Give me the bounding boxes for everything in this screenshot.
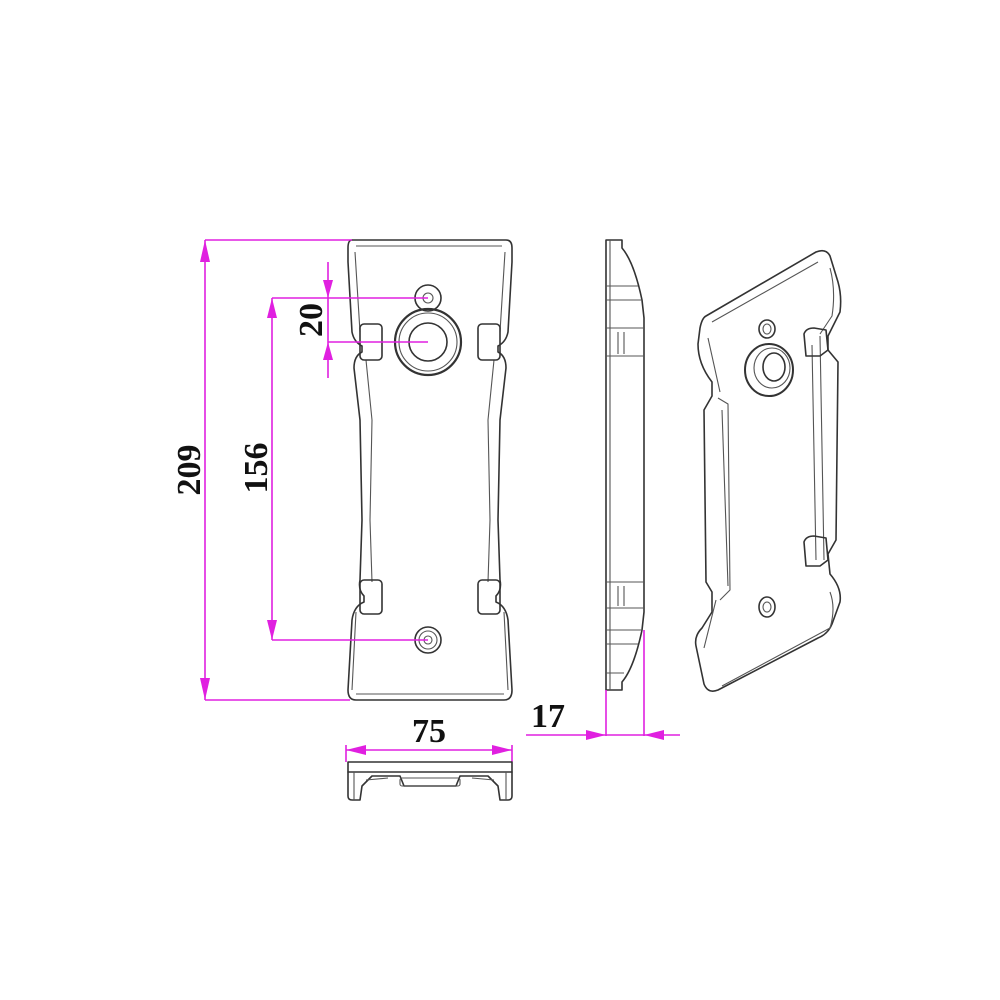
- dimension-17: 17: [526, 630, 680, 740]
- dimension-label-75: 75: [412, 713, 446, 750]
- bottom-view: [347, 761, 513, 801]
- dimension-label-156: 156: [238, 443, 275, 494]
- dimension-156: 156: [238, 297, 428, 641]
- isometric-view: [694, 249, 842, 692]
- front-view: [347, 239, 513, 701]
- dimension-75: 75: [345, 713, 513, 762]
- side-view: [605, 239, 645, 691]
- dimension-20: 20: [293, 262, 428, 378]
- dimension-label-17: 17: [531, 698, 565, 735]
- dimension-label-209: 209: [171, 445, 208, 496]
- dimension-209: 209: [171, 239, 352, 701]
- dimension-label-20: 20: [293, 303, 330, 337]
